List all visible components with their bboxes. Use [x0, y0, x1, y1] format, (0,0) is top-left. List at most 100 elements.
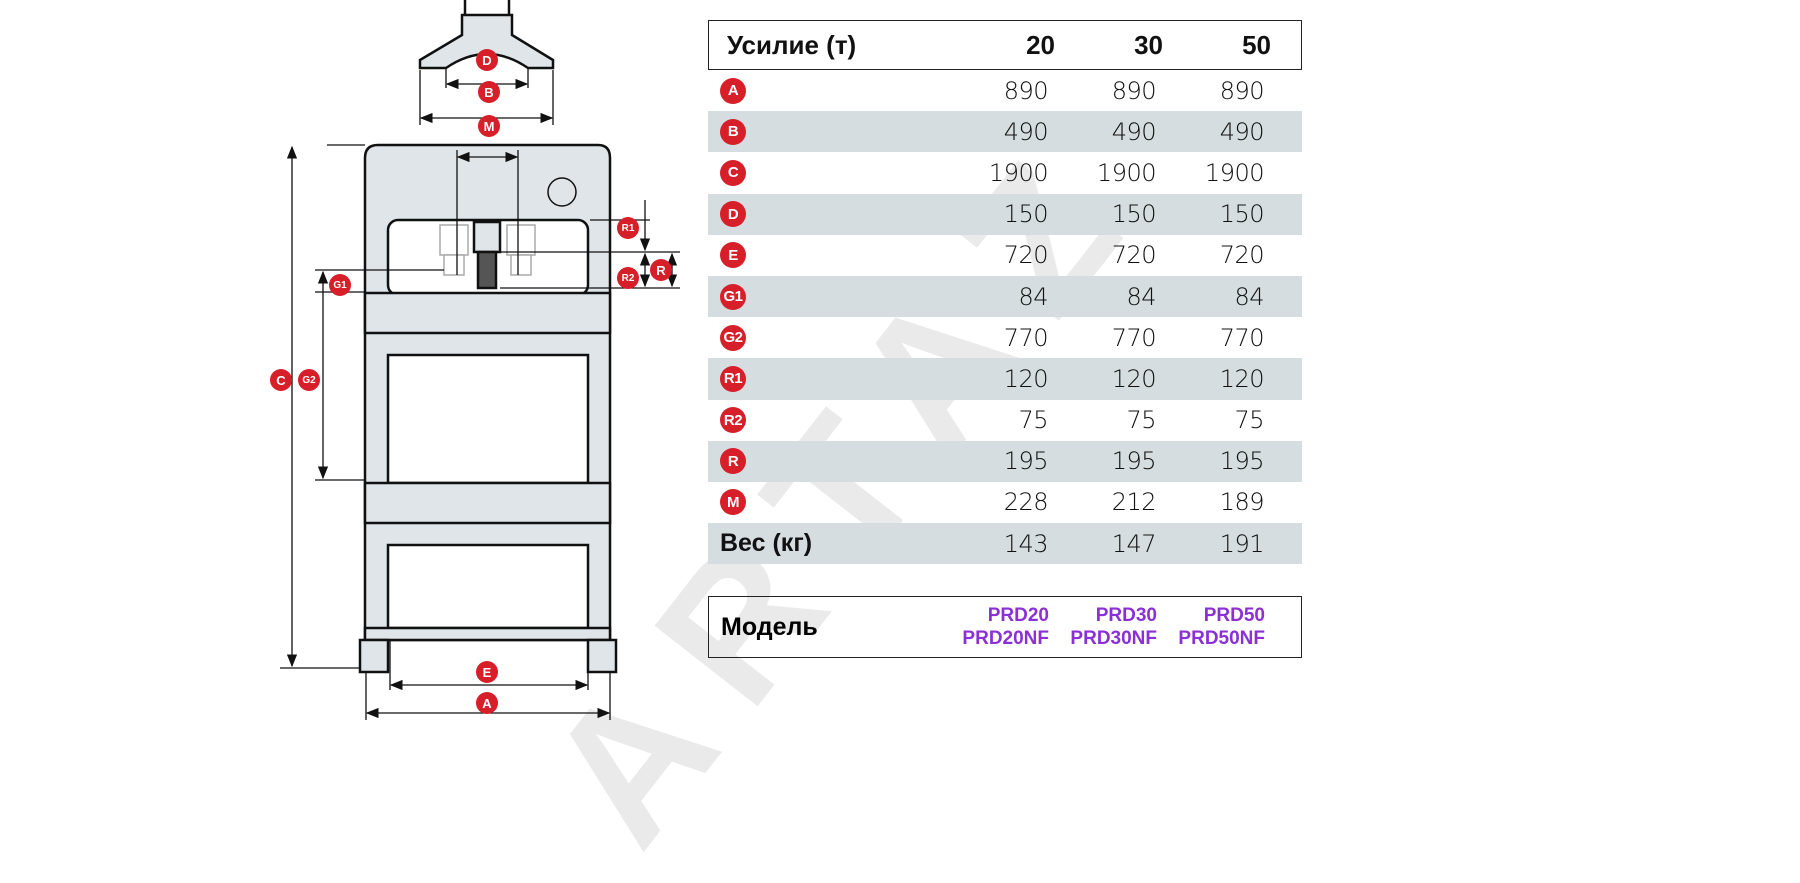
table-row: R2 75 75 75 — [708, 400, 1302, 441]
dimension-badge: A — [720, 77, 746, 104]
force-label: Усилие (т) — [727, 29, 857, 60]
table-row: R1 120 120 120 — [708, 358, 1302, 400]
cell-value: 150 — [1219, 200, 1265, 229]
cell-value: 490 — [1111, 117, 1157, 146]
cell-value: 84 — [1018, 282, 1048, 311]
dimension-badge: G2 — [720, 324, 746, 351]
press-drawing — [280, 0, 680, 720]
row-label: D — [708, 194, 940, 235]
cell-value: 120 — [1111, 364, 1157, 393]
force-20: 20 — [1026, 29, 1055, 60]
row-label: B — [708, 111, 940, 152]
dimension-badge: R2 — [720, 407, 746, 434]
cell-value: 75 — [1018, 406, 1048, 435]
badge-r2: R2 — [617, 267, 639, 289]
cell-value: 120 — [1003, 364, 1049, 393]
row-label: R — [708, 441, 940, 482]
cell-value: 150 — [1003, 200, 1049, 229]
cell-value: 75 — [1234, 406, 1264, 435]
weight-row: Вес (кг) 143 147 191 — [708, 523, 1302, 565]
model-name: PRD20NF — [962, 628, 1049, 649]
cell-value: 720 — [1219, 241, 1265, 270]
cell-value: 195 — [1219, 447, 1265, 476]
table-row: A 890 890 890 — [708, 70, 1302, 111]
dimension-badge: D — [720, 201, 746, 228]
weight-value: 191 — [1219, 529, 1265, 558]
cell-value: 212 — [1111, 488, 1157, 517]
bed-top-view — [418, 13, 555, 70]
row-label: A — [708, 70, 940, 111]
cell-value: 84 — [1126, 282, 1156, 311]
row-label: G1 — [708, 276, 940, 317]
model-name: PRD20 — [987, 605, 1049, 626]
cell-value: 75 — [1126, 406, 1156, 435]
model-name: PRD50NF — [1178, 628, 1265, 649]
row-label: C — [708, 152, 940, 193]
cell-value: 150 — [1111, 200, 1157, 229]
cell-value: 189 — [1219, 488, 1265, 517]
row-label: E — [708, 235, 940, 276]
badge-r: R — [650, 259, 672, 281]
cell-value: 890 — [1219, 76, 1265, 105]
cell-value: 770 — [1111, 323, 1157, 352]
badge-g1: G1 — [329, 274, 351, 296]
dimension-badge: C — [720, 159, 746, 186]
table-row: M 228 212 189 — [708, 482, 1302, 523]
dimension-badge: R1 — [720, 365, 746, 392]
badge-a: A — [476, 692, 498, 714]
cell-value: 770 — [1003, 323, 1049, 352]
cell-value: 84 — [1234, 282, 1264, 311]
weight-label: Вес (кг) — [720, 529, 813, 558]
badge-m: M — [478, 115, 500, 137]
cell-value: 720 — [1111, 241, 1157, 270]
badge-c: C — [270, 369, 292, 391]
table-header: Усилие (т) 20 30 50 — [708, 20, 1302, 70]
row-label: M — [708, 482, 940, 523]
force-30: 30 — [1134, 29, 1163, 60]
dimension-badge: B — [720, 118, 746, 145]
cell-value: 490 — [1219, 117, 1265, 146]
badge-g2: G2 — [298, 369, 320, 391]
dimension-badge: G1 — [720, 283, 746, 310]
row-label: R1 — [708, 358, 940, 399]
cell-value: 720 — [1003, 241, 1049, 270]
cell-value: 890 — [1111, 76, 1157, 105]
table-row: R 195 195 195 — [708, 440, 1302, 482]
model-name: PRD30 — [1095, 605, 1157, 626]
cell-value: 1900 — [1096, 158, 1157, 187]
lower-bed — [363, 481, 612, 525]
model-name: PRD50 — [1203, 605, 1265, 626]
table-row: E 720 720 720 — [708, 235, 1302, 276]
cell-value: 490 — [1003, 117, 1049, 146]
badge-d: D — [476, 49, 498, 71]
cell-value: 228 — [1003, 488, 1049, 517]
dimension-badge: R — [720, 448, 746, 475]
cell-value: 120 — [1219, 364, 1265, 393]
model-label: Модель — [721, 612, 818, 641]
row-label: R2 — [708, 400, 940, 441]
row-label: G2 — [708, 317, 940, 358]
upper-bed — [363, 291, 612, 335]
badge-e: E — [476, 661, 498, 683]
table-row: G2 770 770 770 — [708, 317, 1302, 358]
cell-value: 195 — [1003, 447, 1049, 476]
dimension-badge: M — [720, 489, 746, 516]
badge-b: B — [478, 81, 500, 103]
cell-value: 1900 — [988, 158, 1049, 187]
cell-value: 770 — [1219, 323, 1265, 352]
weight-value: 147 — [1111, 529, 1157, 558]
table-row: G1 84 84 84 — [708, 275, 1302, 318]
cell-value: 195 — [1111, 447, 1157, 476]
dimension-badge: E — [720, 242, 746, 269]
weight-value: 143 — [1003, 529, 1049, 558]
table-row: B 490 490 490 — [708, 111, 1302, 153]
cell-value: 1900 — [1204, 158, 1265, 187]
cell-value: 890 — [1003, 76, 1049, 105]
force-50: 50 — [1242, 29, 1271, 60]
model-name: PRD30NF — [1070, 628, 1157, 649]
table-row: D 150 150 150 — [708, 193, 1302, 235]
